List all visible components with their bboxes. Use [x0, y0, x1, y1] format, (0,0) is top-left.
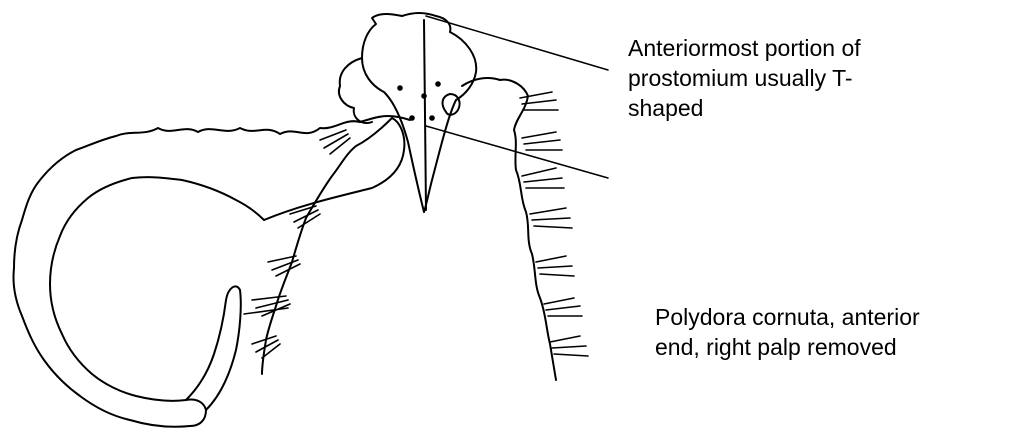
prostomium-label: Anteriormost portion of prostomium usual…	[628, 33, 861, 123]
eye-spot	[430, 116, 434, 120]
palp-outline	[13, 116, 410, 427]
body-right-edge	[462, 78, 556, 380]
caption-line: Polydora cornuta, anterior	[655, 302, 920, 332]
prostomium-label-line: shaped	[628, 93, 861, 123]
head-lobe-left	[339, 58, 372, 123]
eye-spot	[422, 94, 426, 98]
leader-line-top	[426, 16, 608, 70]
prostomium-midline	[424, 20, 426, 210]
body-left-edge	[262, 118, 392, 374]
eye-spot	[436, 82, 440, 86]
eye-spot	[398, 86, 402, 90]
prostomium-label-line: prostomium usually T-	[628, 63, 861, 93]
prostomium-outline	[362, 13, 476, 212]
palp-tip	[186, 286, 241, 410]
chaetae-right	[520, 92, 588, 356]
prostomium-label-line: Anteriormost portion of	[628, 33, 861, 63]
figure-caption: Polydora cornuta, anterior end, right pa…	[655, 302, 920, 362]
palp-inner-edge	[264, 118, 404, 220]
caption-line: end, right palp removed	[655, 332, 920, 362]
eye-spot	[410, 116, 414, 120]
